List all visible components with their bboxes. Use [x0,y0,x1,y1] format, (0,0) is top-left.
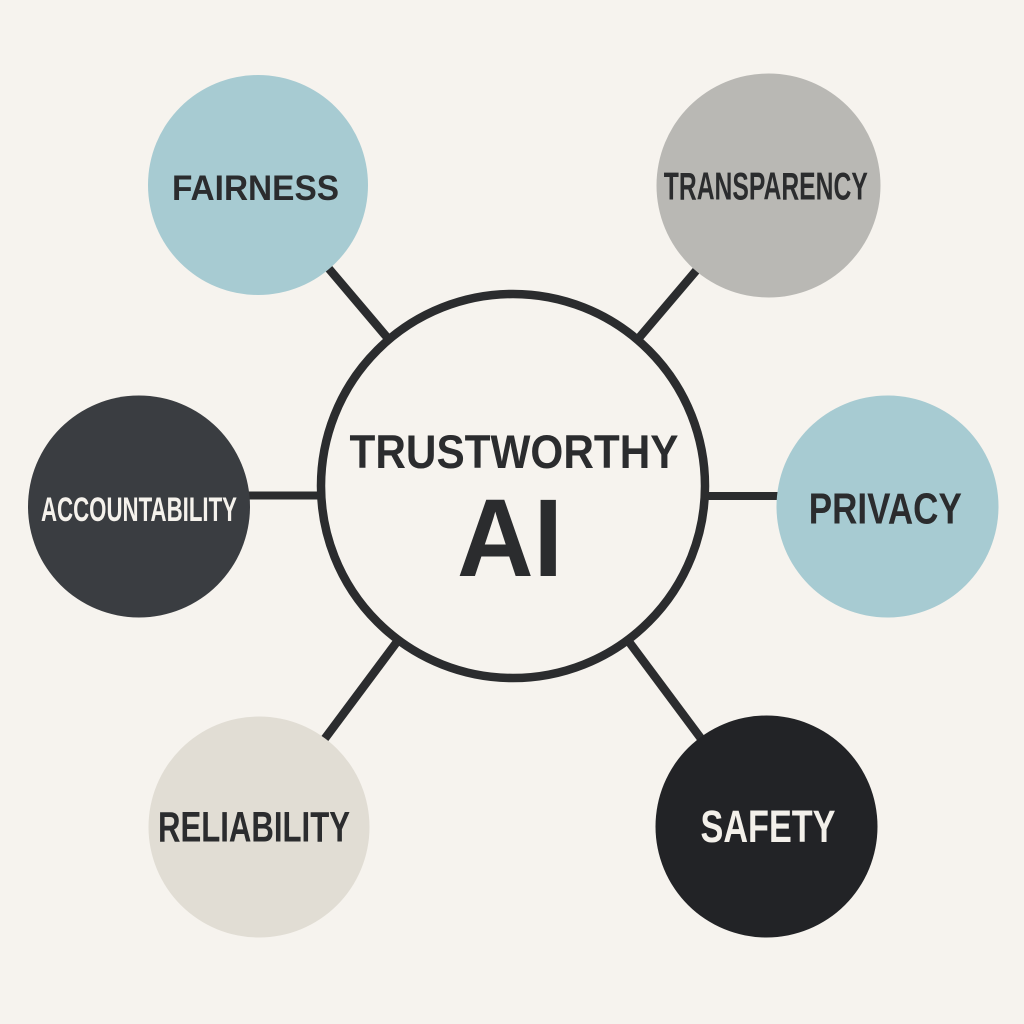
center-label-line2: AI [457,477,563,600]
node-transparency: TRANSPARENCY [656,73,881,298]
node-accountability-label: ACCOUNTABILITY [41,491,237,529]
node-privacy: PRIVACY [776,395,999,618]
node-accountability-circle [28,395,250,618]
node-privacy-circle [776,395,999,618]
node-reliability: RELIABILITY [148,716,370,938]
node-reliability-label: RELIABILITY [158,804,350,852]
node-reliability-circle [148,716,370,938]
node-accountability: ACCOUNTABILITY [28,395,250,618]
node-safety: SAFETY [655,715,878,938]
node-safety-circle [655,715,878,938]
node-transparency-label: TRANSPARENCY [664,166,868,209]
node-fairness-label: FAIRNESS [172,168,339,208]
node-fairness: FAIRNESS [148,75,368,295]
center-node: TRUSTWORTHY AI [316,289,710,683]
node-transparency-circle [656,73,881,298]
node-safety-label: SAFETY [701,801,836,852]
node-privacy-label: PRIVACY [809,485,962,534]
node-fairness-circle [148,75,368,295]
center-circle [316,289,710,683]
center-label-line1: TRUSTWORTHY [350,425,679,478]
